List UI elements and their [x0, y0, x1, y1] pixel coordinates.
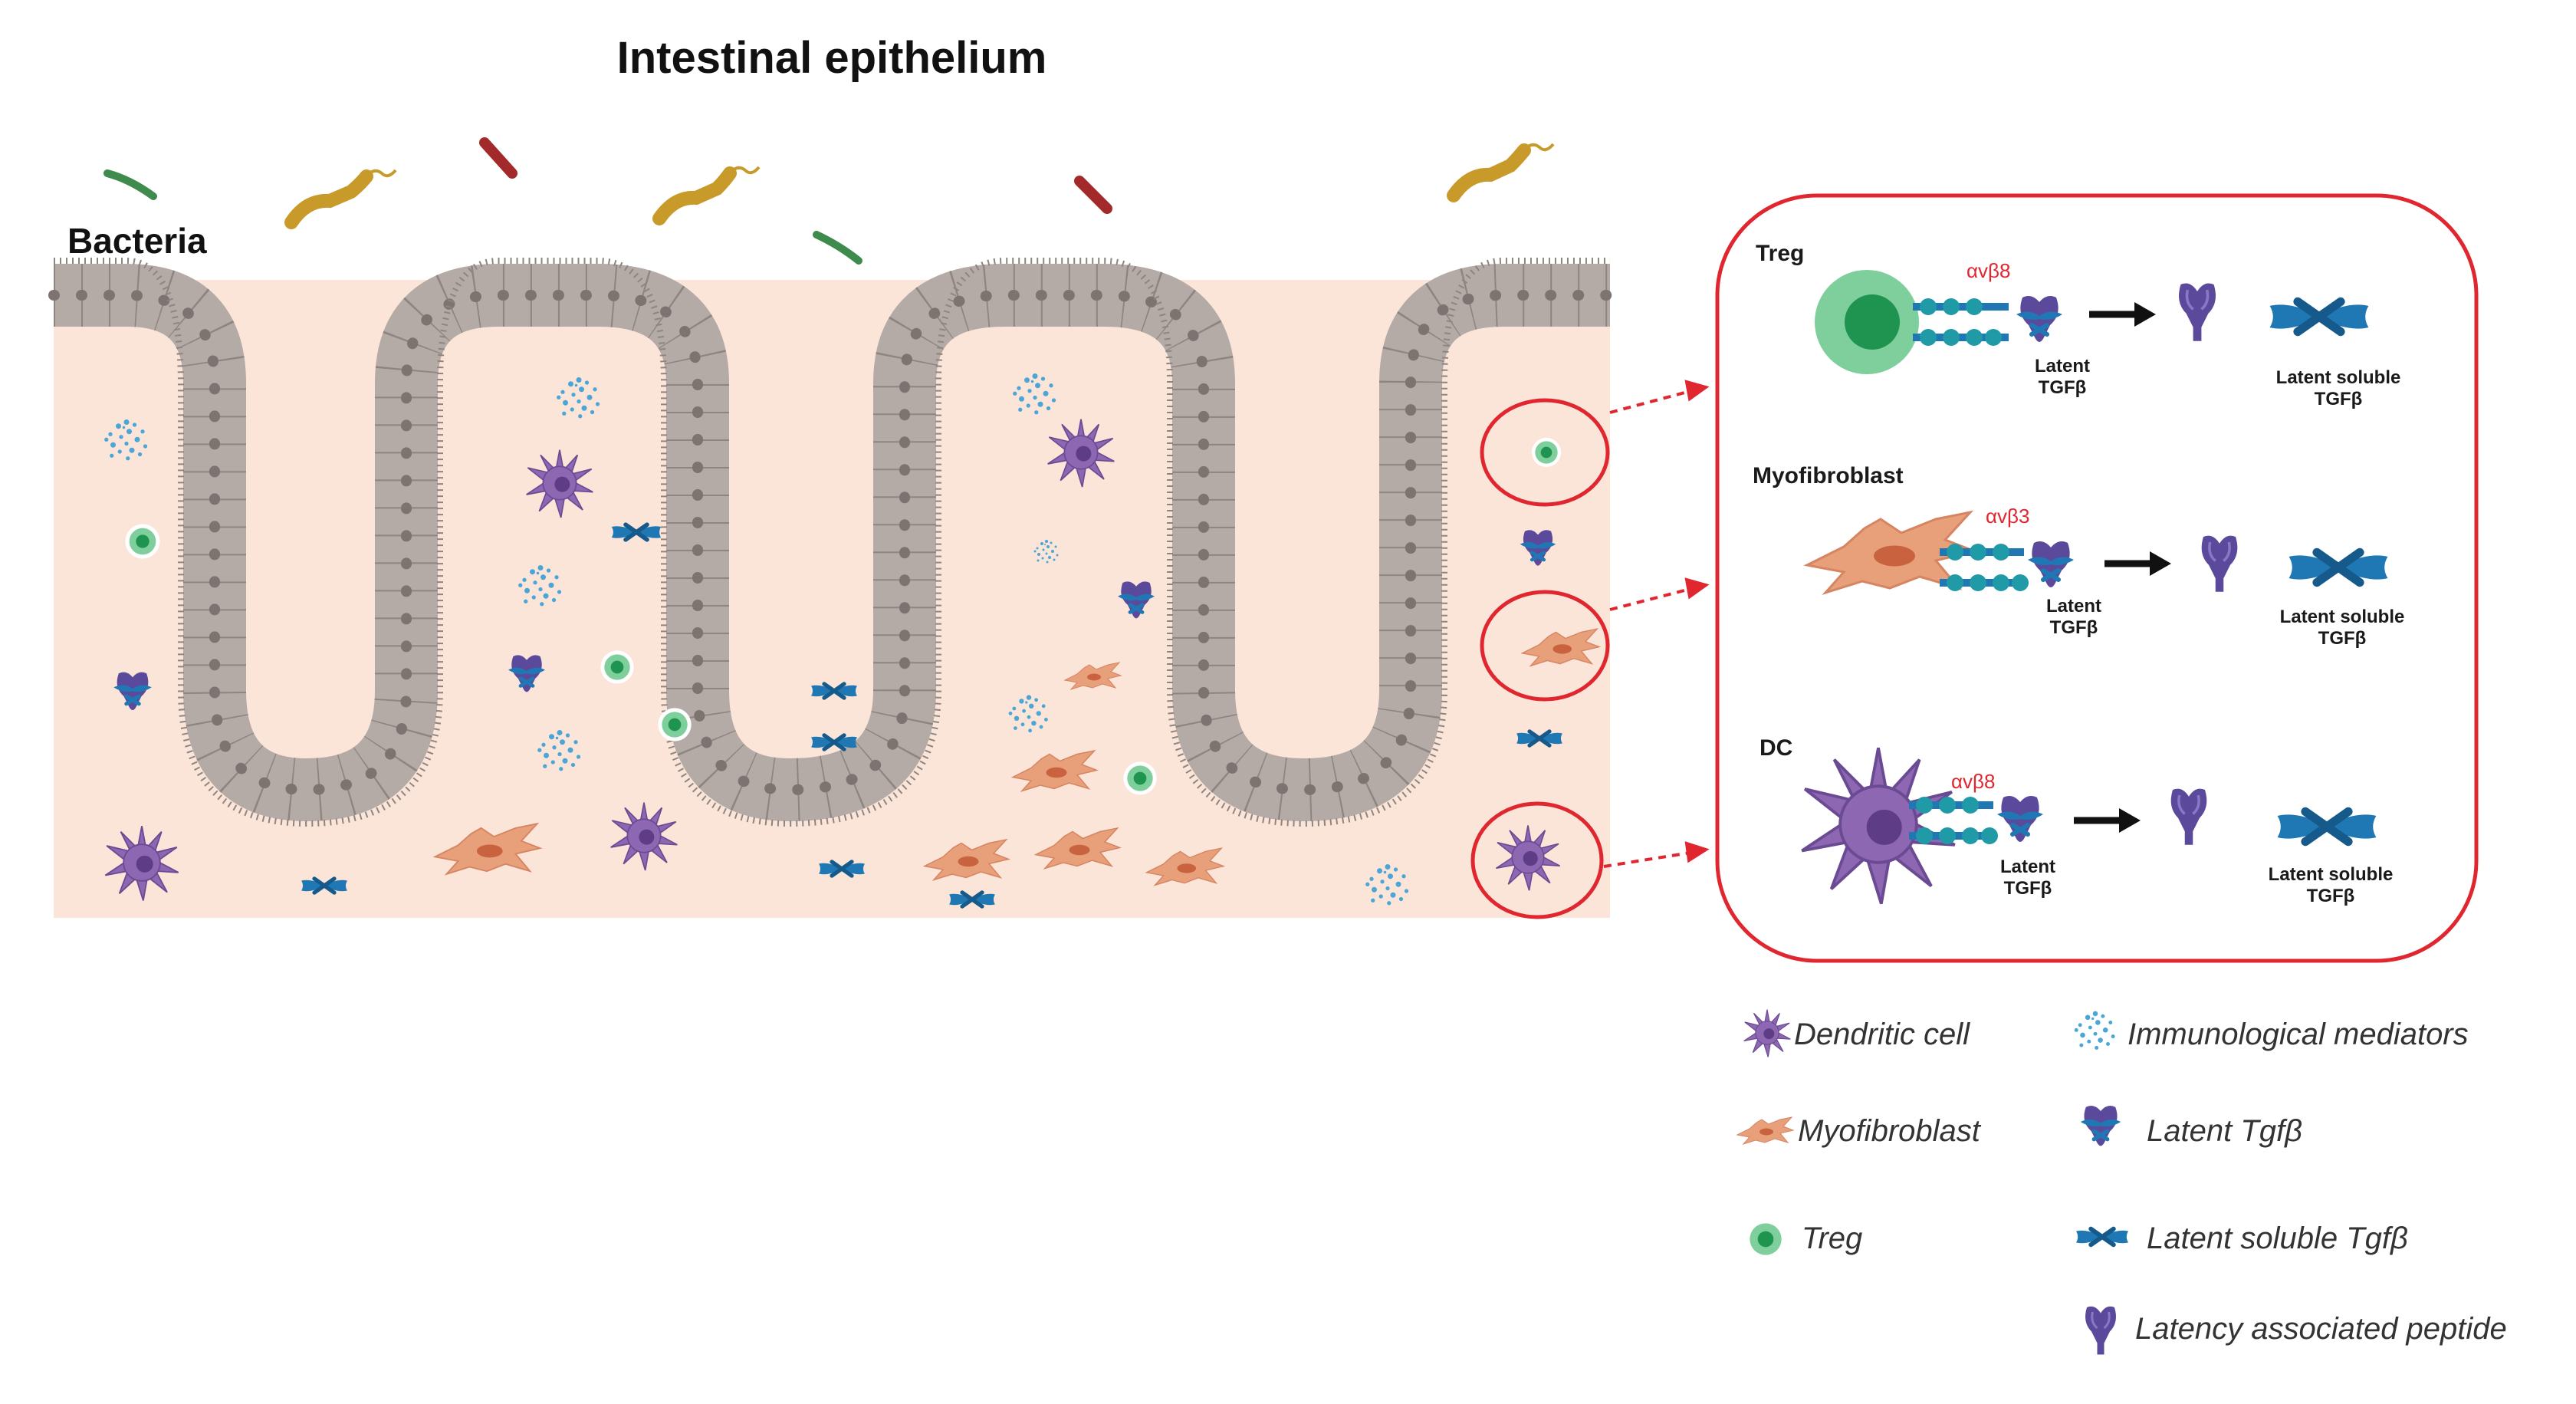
bacterium-rod-red-2 — [1074, 176, 1112, 214]
legend-label-immunological-mediators: Immunological mediators — [2128, 1018, 2469, 1051]
legend-label-dendritic-cell: Dendritic cell — [1794, 1018, 1970, 1051]
legend-item-treg: Treg — [1745, 1218, 1862, 1260]
bacterium-rod-green-1 — [104, 169, 157, 200]
latent-soluble-tgfb-icon — [2076, 1229, 2128, 1245]
connector-arrows — [1603, 380, 1710, 868]
legend-label-treg: Treg — [1802, 1222, 1862, 1255]
arrow-treg — [2089, 302, 2156, 327]
latent-label-dc-l1: Latent — [2000, 857, 2055, 877]
arrow-to-dc-panel — [1603, 851, 1691, 868]
legend-item-latent-tgfb: Latent Tgfβ — [2081, 1106, 2302, 1148]
panel-label-treg: Treg — [1756, 241, 1804, 266]
latent-label-treg-l2: TGFβ — [2039, 377, 2087, 398]
latent-label-treg-l1: Latent — [2035, 356, 2090, 376]
legend-item-latency-associated-peptide: Latency associated peptide — [2084, 1304, 2507, 1356]
bacterium-rod-red-1 — [479, 137, 518, 179]
legend-item-immunological-mediators: Immunological mediators — [2074, 1011, 2469, 1051]
arrow-myofibroblast — [2104, 551, 2171, 576]
integrin-label-dc: αvβ8 — [1951, 770, 1995, 793]
soluble-label-myofibroblast-l1: Latent soluble — [2280, 607, 2405, 627]
dendritic-cell-icon — [1743, 1009, 1791, 1058]
arrow-head-dc — [1684, 841, 1710, 863]
epithelium-layer — [48, 258, 1615, 827]
activation-detail-panel — [1715, 193, 2479, 963]
latent-label-myofibroblast-l1: Latent — [2046, 596, 2101, 617]
latency-associated-peptide-icon — [2084, 1304, 2118, 1356]
legend-item-myofibroblast: Myofibroblast — [1737, 1114, 1982, 1148]
latent-tgfb-icon — [2081, 1106, 2121, 1146]
panel-label-myofibroblast: Myofibroblast — [1753, 463, 1904, 488]
soluble-label-myofibroblast-l2: TGFβ — [2318, 628, 2367, 649]
legend-label-latency-associated-peptide: Latency associated peptide — [2135, 1312, 2507, 1346]
soluble-label-dc-l1: Latent soluble — [2269, 864, 2394, 885]
bacterium-spiral-1 — [284, 169, 397, 229]
legend-item-latent-soluble-tgfb: Latent soluble Tgfβ — [2076, 1222, 2408, 1255]
legend-label-latent-soluble-tgfb: Latent soluble Tgfβ — [2147, 1222, 2408, 1255]
legend-label-latent-tgfb: Latent Tgfβ — [2147, 1114, 2302, 1148]
integrin-complex-dc — [1909, 797, 1998, 844]
treg-large-inner — [1845, 294, 1900, 350]
myofibroblast-icon — [1737, 1116, 1794, 1145]
arrow-head-treg — [1684, 380, 1710, 402]
legend: Dendritic cell Immunological mediators M… — [1737, 1009, 2507, 1356]
treg-icon — [1745, 1218, 1786, 1260]
diagram-title: Intestinal epithelium — [617, 33, 1047, 83]
bacterium-spiral-3 — [1447, 143, 1555, 202]
arrow-head-myofibroblast — [1684, 577, 1710, 600]
highlight-dendritic-cell — [1470, 801, 1604, 919]
integrin-complex-myofibroblast — [1940, 544, 2029, 591]
treg-cell — [600, 650, 634, 684]
integrin-label-treg: αvβ8 — [1967, 259, 2010, 282]
soluble-label-dc-l2: TGFβ — [2307, 886, 2355, 906]
highlight-myofibroblast — [1480, 590, 1610, 702]
treg-cell — [1123, 761, 1157, 795]
latent-label-dc-l2: TGFβ — [2004, 878, 2052, 899]
treg-cell — [125, 524, 160, 559]
soluble-label-treg-l1: Latent soluble — [2276, 367, 2401, 388]
immunological-mediators-icon — [2074, 1011, 2115, 1050]
treg-cell — [658, 708, 692, 741]
panel-label-dc: DC — [1760, 735, 1792, 761]
arrow-to-treg-panel — [1609, 390, 1691, 414]
legend-item-dendritic-cell: Dendritic cell — [1743, 1009, 1970, 1058]
legend-label-myofibroblast: Myofibroblast — [1798, 1114, 1982, 1148]
bacterium-spiral-2 — [652, 166, 761, 225]
integrin-complex-treg — [1913, 298, 2009, 346]
treg-cell — [1531, 437, 1562, 468]
bacteria-label: Bacteria — [67, 221, 207, 261]
arrow-dc — [2074, 808, 2141, 833]
soluble-label-treg-l2: TGFβ — [2315, 389, 2363, 409]
latent-label-myofibroblast-l2: TGFβ — [2050, 617, 2098, 638]
arrow-to-myofibroblast-panel — [1609, 587, 1691, 611]
integrin-label-myofibroblast: αvβ3 — [1986, 505, 2029, 528]
highlight-circles — [1470, 398, 1610, 919]
bacterium-rod-green-2 — [813, 231, 863, 265]
highlight-treg — [1480, 398, 1610, 507]
